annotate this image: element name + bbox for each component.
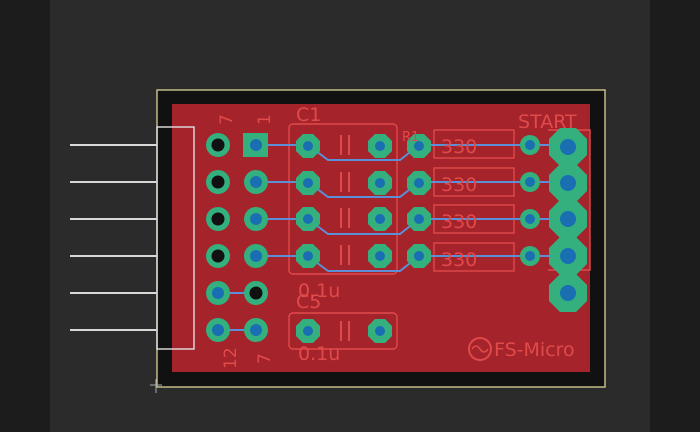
resistor-value: 330 [441, 174, 477, 196]
pad-drill [414, 251, 424, 261]
silkscreen-text: C1 C5 0.1u 0.1u R1 330 330 330 330 START… [217, 104, 577, 369]
pad-drill [560, 285, 576, 301]
button-label: START [518, 111, 577, 133]
resistor-value: 330 [441, 211, 477, 233]
logo-mark-wave-icon [471, 345, 489, 353]
pin-label-top-right: 1 [255, 114, 275, 125]
pad-drill [414, 214, 424, 224]
button-pads [549, 128, 587, 312]
pad-drill [211, 138, 225, 152]
component-pads [296, 134, 540, 343]
pad-drill [525, 251, 535, 261]
fs-micro-logo: FS-Micro [468, 337, 575, 361]
cap-label-c1: C1 [296, 104, 321, 126]
pin-label-bottom-left: 12 [221, 347, 241, 369]
pad-drill [375, 141, 385, 151]
pad-drill [212, 324, 224, 336]
pad-drill [525, 214, 535, 224]
connector-pins [70, 144, 157, 331]
pad-drill [250, 324, 262, 336]
pad-drill [303, 326, 313, 336]
pad-drill [211, 175, 225, 189]
resistor-value: 330 [441, 136, 477, 158]
pad-drill [560, 211, 576, 227]
logo-text: FS-Micro [494, 339, 575, 361]
pad-drill [414, 178, 424, 188]
pad-drill [560, 139, 576, 155]
connector-body [156, 126, 195, 350]
pad-drill [375, 326, 385, 336]
pad-drill [212, 287, 224, 299]
cap-outline [288, 123, 398, 275]
resistor-ref: R1 [402, 130, 419, 145]
pad-drill [414, 141, 424, 151]
cap-label-c5: C5 [296, 291, 321, 313]
pad-drill [249, 286, 263, 300]
pin-label-bottom-right: 7 [255, 353, 275, 364]
pad-drill [250, 250, 262, 262]
pad-drill [303, 214, 313, 224]
pad-drill [560, 248, 576, 264]
cap-outline [288, 312, 398, 350]
pad-drill [211, 249, 225, 263]
capacitor-symbols [340, 135, 350, 341]
pad-drill [250, 139, 262, 151]
pad-drill [375, 178, 385, 188]
pad-drill [525, 177, 535, 187]
header-pads [206, 133, 268, 342]
pad-drill [525, 140, 535, 150]
pad-drill [560, 175, 576, 191]
pad-drill [303, 178, 313, 188]
pad-drill [375, 251, 385, 261]
pad-drill [375, 214, 385, 224]
cap-value-top: 0.1u [298, 280, 340, 302]
logo-mark-icon [468, 337, 492, 361]
pad-drill [211, 212, 225, 226]
pad-drill [303, 141, 313, 151]
origin-marker [150, 379, 162, 393]
resistor-value: 330 [441, 249, 477, 271]
pad-drill [303, 251, 313, 261]
pin-label-top-left: 7 [217, 114, 237, 125]
pad-drill [250, 176, 262, 188]
pad-drill [250, 213, 262, 225]
cap-value-bottom: 0.1u [298, 343, 340, 365]
